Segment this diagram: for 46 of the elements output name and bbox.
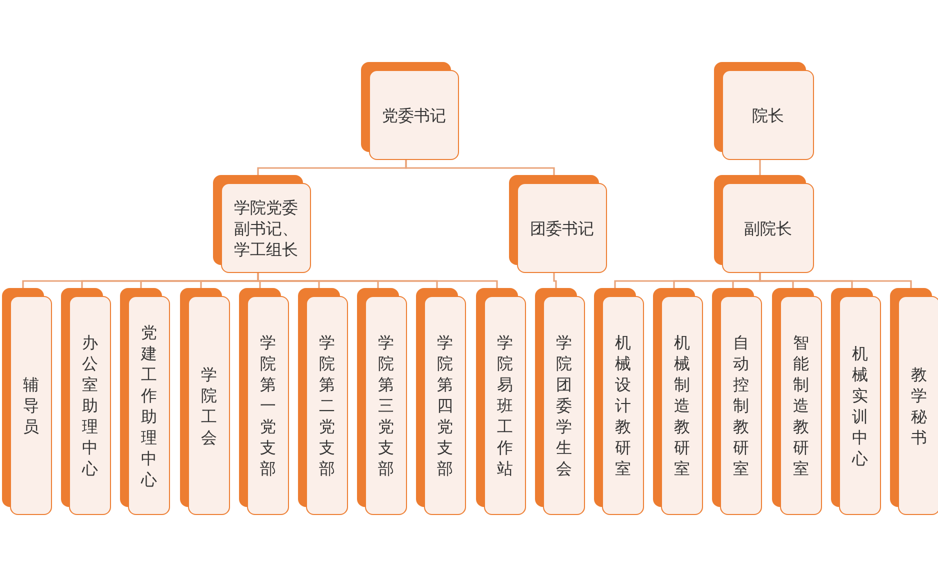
department-name: 教学秘书 bbox=[910, 364, 928, 448]
position-title: 党委书记 bbox=[381, 104, 447, 126]
department-box bbox=[476, 288, 526, 515]
position-box bbox=[361, 62, 459, 160]
department-box bbox=[594, 288, 644, 515]
department-name: 自动控制教研室 bbox=[732, 332, 750, 479]
department-name: 学院第一党支部 bbox=[260, 332, 276, 479]
department-box bbox=[239, 288, 289, 515]
connector-line bbox=[553, 273, 557, 288]
department-name: 学院第四党支部 bbox=[436, 332, 454, 479]
department-name: 机械实训中心 bbox=[852, 342, 868, 468]
department-box bbox=[120, 288, 170, 515]
department-box bbox=[772, 288, 822, 515]
position-title: 团委书记 bbox=[529, 218, 595, 238]
department-name: 学院工会 bbox=[200, 364, 218, 448]
department-name: 学院第二党支部 bbox=[318, 332, 336, 479]
department-name: 学院第三党支部 bbox=[378, 332, 394, 479]
position-title: 副院长 bbox=[743, 218, 793, 238]
department-box bbox=[180, 288, 230, 515]
department-box bbox=[416, 288, 466, 515]
department-name: 机械制造教研室 bbox=[674, 332, 690, 479]
position-box bbox=[213, 175, 311, 273]
position-title: 院长 bbox=[751, 104, 785, 126]
department-name: 辅导员 bbox=[22, 374, 40, 437]
department-box bbox=[298, 288, 348, 515]
connector-line bbox=[405, 160, 555, 175]
position-box bbox=[509, 175, 607, 273]
department-name: 学院团委学生会 bbox=[556, 332, 572, 479]
department-box bbox=[712, 288, 762, 515]
department-name: 党建工作助理中心 bbox=[140, 322, 158, 490]
connector-line bbox=[257, 273, 498, 288]
department-box bbox=[2, 288, 52, 515]
department-box bbox=[831, 288, 881, 515]
position-title: 学院党委副书记、学工组长 bbox=[233, 196, 299, 260]
department-name: 机械设计教研室 bbox=[614, 332, 632, 479]
department-box bbox=[890, 288, 938, 515]
position-box bbox=[714, 175, 814, 273]
department-box bbox=[535, 288, 585, 515]
department-name: 智能制造教研室 bbox=[792, 332, 810, 479]
connector-line bbox=[759, 160, 761, 175]
department-box bbox=[357, 288, 407, 515]
department-name: 办公室助理中心 bbox=[82, 332, 98, 479]
department-box bbox=[61, 288, 111, 515]
position-box bbox=[714, 62, 814, 160]
department-box bbox=[653, 288, 703, 515]
department-name: 学院易班工作站 bbox=[496, 332, 514, 479]
